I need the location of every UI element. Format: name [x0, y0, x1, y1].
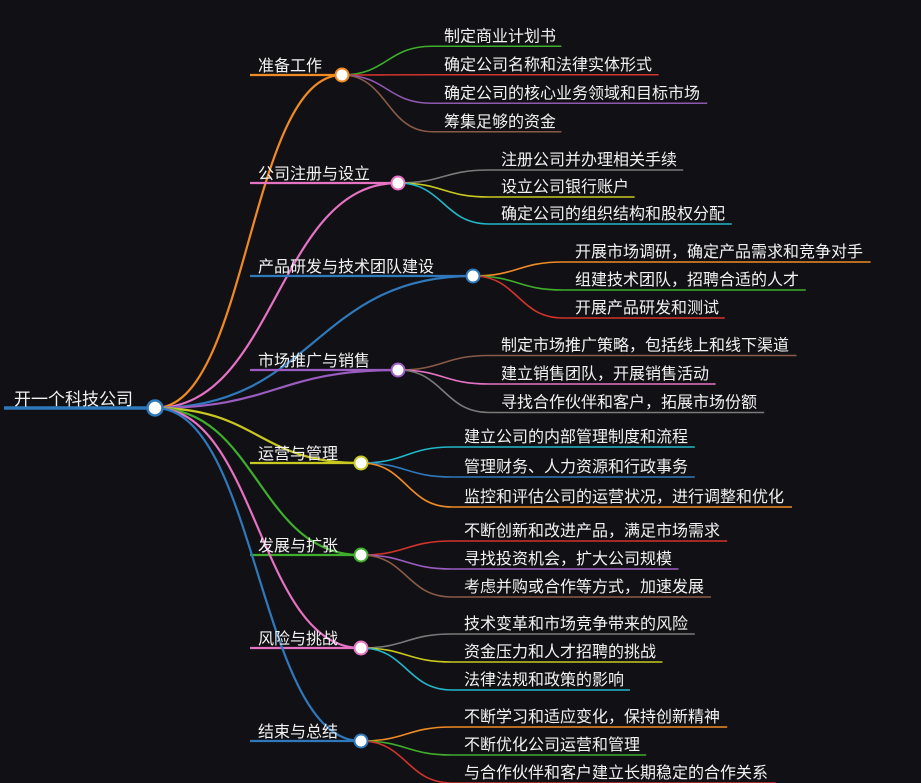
- child-connector: [397, 369, 490, 385]
- child-label: 制定市场推广策略，包括线上和线下渠道: [501, 336, 789, 355]
- child-label: 设立公司银行账户: [501, 177, 629, 196]
- connector-layer: [4, 45, 871, 783]
- branch-node: [465, 268, 481, 284]
- child-label: 与合作伙伴和客户建立长期稳定的合作关系: [464, 763, 768, 782]
- branch-label: 风险与挑战: [258, 629, 338, 648]
- child-connector: [472, 261, 564, 277]
- child-connector: [360, 740, 453, 783]
- child-connector: [360, 462, 453, 478]
- child-label: 组建技术团队，招聘合适的人才: [575, 270, 799, 289]
- child-label: 监控和评估公司的运营状况，进行调整和优化: [464, 487, 784, 506]
- branch-label: 产品研发与技术团队建设: [258, 257, 434, 276]
- child-connector: [360, 462, 453, 508]
- child-label: 考虑并购或合作等方式，加速发展: [464, 577, 704, 596]
- child-label: 确定公司的组织结构和股权分配: [501, 204, 725, 223]
- child-label: 确定公司名称和法律实体形式: [444, 55, 652, 74]
- child-connector: [397, 182, 490, 225]
- child-connector: [360, 633, 453, 649]
- branch-node: [353, 733, 369, 749]
- child-label: 技术变革和市场竞争带来的风险: [464, 614, 688, 633]
- branch-node: [390, 362, 406, 378]
- child-connector: [360, 647, 453, 691]
- child-connector: [341, 45, 433, 76]
- child-connector: [360, 446, 453, 464]
- branch-label: 市场推广与销售: [258, 351, 370, 370]
- child-connector: [341, 74, 433, 105]
- branch-label: 发展与扩张: [258, 536, 338, 555]
- child-connector: [472, 275, 564, 319]
- child-connector: [397, 369, 490, 414]
- branch-connector: [154, 274, 474, 410]
- child-connector: [360, 554, 453, 570]
- branch-label: 准备工作: [258, 56, 322, 75]
- child-connector: [397, 169, 490, 184]
- branch-connector: [154, 406, 362, 650]
- branch-label: 结束与总结: [258, 722, 338, 741]
- node-layer: [146, 67, 481, 749]
- branch-connector: [154, 406, 362, 557]
- child-label: 筹集足够的资金: [444, 112, 556, 131]
- child-connector: [397, 354, 490, 371]
- child-connector: [360, 554, 453, 598]
- branch-node: [334, 67, 350, 83]
- child-label: 法律法规和政策的影响: [464, 670, 624, 689]
- child-label: 资金压力和人才招聘的挑战: [464, 642, 656, 661]
- child-connector: [472, 275, 564, 291]
- child-label: 寻找合作伙伴和客户，拓展市场份额: [501, 393, 757, 412]
- child-connector: [360, 740, 453, 756]
- child-label: 不断优化公司运营和管理: [464, 735, 640, 754]
- branch-connector: [154, 368, 399, 410]
- branch-connector: [154, 406, 362, 743]
- branch-node: [353, 455, 369, 471]
- child-label: 开展市场调研，确定产品需求和竞争对手: [575, 242, 863, 261]
- root-node: [146, 399, 164, 417]
- child-label: 不断学习和适应变化，保持创新精神: [464, 707, 720, 726]
- branch-label: 运营与管理: [258, 444, 338, 463]
- branch-connector: [154, 406, 362, 465]
- branch-node: [353, 640, 369, 656]
- branch-connector: [154, 73, 343, 410]
- branch-node: [353, 547, 369, 563]
- child-connector: [341, 74, 433, 133]
- child-label: 制定商业计划书: [444, 26, 556, 45]
- child-label: 开展产品研发和测试: [575, 298, 719, 317]
- root-label: 开一个科技公司: [14, 390, 133, 410]
- child-label: 建立销售团队，开展销售活动: [501, 364, 709, 383]
- child-label: 寻找投资机会，扩大公司规模: [464, 549, 672, 568]
- child-label: 不断创新和改进产品，满足市场需求: [464, 521, 720, 540]
- child-label: 管理财务、人力资源和行政事务: [464, 457, 688, 476]
- child-label: 确定公司的核心业务领域和目标市场: [444, 83, 700, 102]
- child-connector: [360, 540, 453, 556]
- branch-label: 公司注册与设立: [258, 164, 370, 183]
- branch-connector: [154, 181, 399, 410]
- child-connector: [360, 647, 453, 663]
- label-layer: 开一个科技公司 准备工作 制定商业计划书确定公司名称和法律实体形式确定公司的核心业务…: [14, 26, 863, 782]
- child-label: 建立公司的内部管理制度和流程: [464, 427, 688, 446]
- branch-node: [390, 175, 406, 191]
- child-label: 注册公司并办理相关手续: [501, 150, 677, 169]
- child-connector: [360, 726, 453, 742]
